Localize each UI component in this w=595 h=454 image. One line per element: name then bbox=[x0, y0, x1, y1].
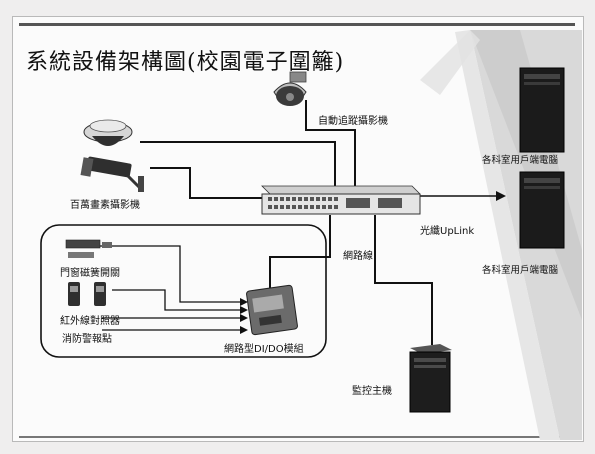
slide-frame bbox=[19, 23, 575, 438]
monitor-host-label: 監控主機 bbox=[352, 386, 392, 397]
megapixel-camera-label: 百萬畫素攝影機 bbox=[70, 200, 140, 211]
bullet-camera-icon bbox=[80, 156, 144, 192]
fire-alarm-label: 消防警報點 bbox=[62, 334, 112, 345]
switch-to-dido-line bbox=[269, 215, 331, 300]
ptz-to-switch-line bbox=[305, 100, 356, 188]
diagram-title: 系統設備架構圖(校園電子圍籬) bbox=[26, 50, 345, 75]
ptz-camera-icon bbox=[273, 71, 307, 106]
dido-module-label: 網路型DI/DO模組 bbox=[224, 344, 304, 355]
network-cable-label: 網路線 bbox=[343, 251, 373, 262]
switch-to-host-line bbox=[374, 215, 433, 345]
client-pc-bottom-label: 各科室用戶端電腦 bbox=[482, 265, 559, 276]
network-switch-icon bbox=[261, 185, 421, 215]
infrared-label: 紅外線對照器 bbox=[60, 316, 120, 327]
infrared-sensor-icon bbox=[68, 282, 106, 306]
door-sensor-label: 門窗磁簧開關 bbox=[60, 268, 120, 279]
bg-shard-top bbox=[420, 30, 480, 95]
sensor-signal-lines bbox=[100, 245, 240, 331]
sensor-group-box bbox=[40, 224, 327, 358]
monitor-host-icon bbox=[409, 344, 452, 413]
sensor-arrowheads bbox=[240, 298, 248, 334]
dido-module-icon bbox=[246, 284, 298, 336]
client-pc-bottom-icon bbox=[519, 171, 565, 249]
client-pc-top-label: 各科室用戶端電腦 bbox=[482, 155, 559, 166]
ptz-camera-label: 自動追蹤攝影機 bbox=[318, 116, 388, 127]
uplink-arrow bbox=[420, 191, 506, 201]
dome-to-switch-line bbox=[140, 141, 336, 188]
door-sensor-icon bbox=[65, 239, 112, 258]
uplink-label: 光纖UpLink bbox=[420, 226, 475, 237]
bullet-to-switch-line bbox=[150, 167, 262, 199]
client-pc-top-icon bbox=[519, 67, 565, 153]
bg-shard-light bbox=[455, 30, 560, 440]
connection-lines bbox=[140, 100, 433, 345]
dome-camera-icon bbox=[83, 119, 133, 146]
